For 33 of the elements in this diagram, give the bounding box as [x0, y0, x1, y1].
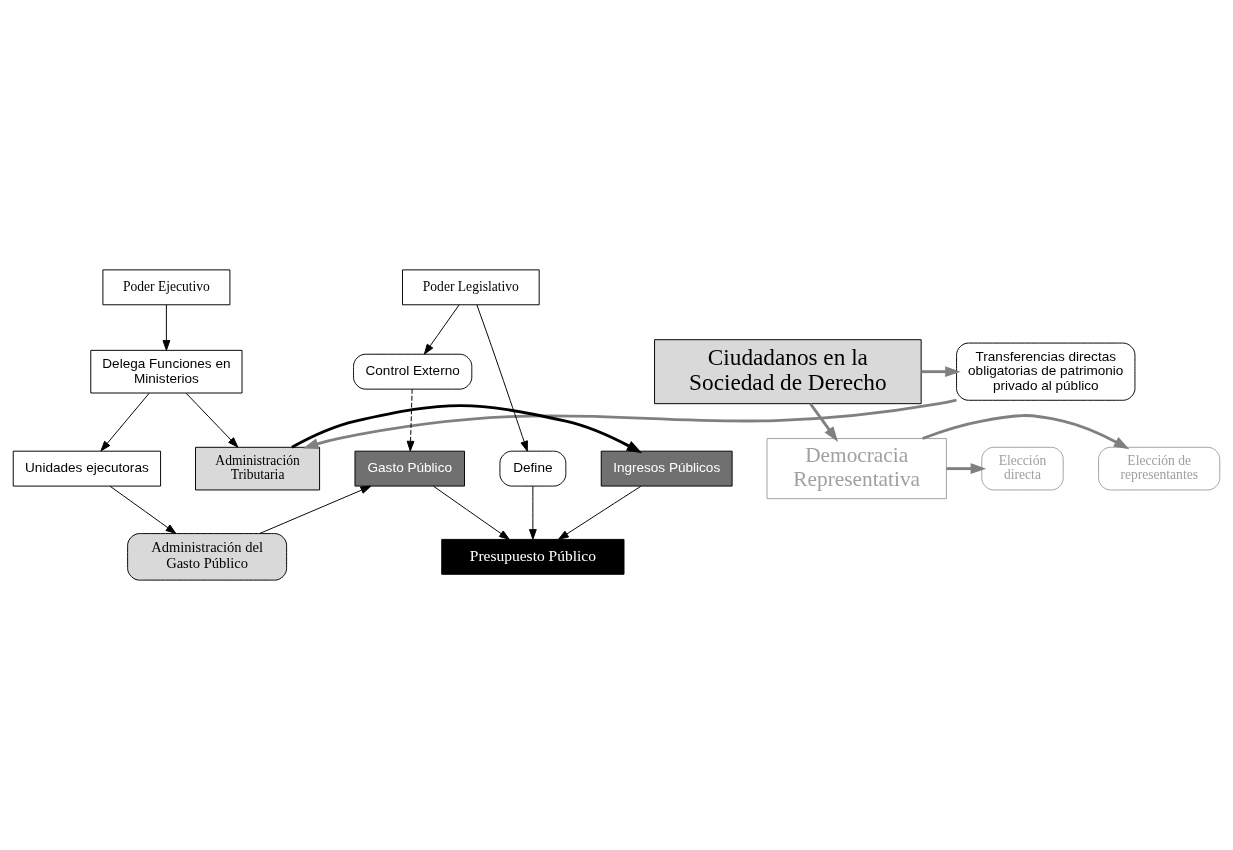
node-box: Control Externo: [353, 353, 473, 390]
arrow: [259, 485, 372, 534]
arrow: [809, 402, 839, 442]
node-box: Elección directa: [981, 446, 1064, 491]
arrow: [302, 398, 957, 449]
arrow: [423, 304, 460, 355]
arrow: [433, 485, 510, 540]
arrow: [109, 485, 177, 534]
arrow: [100, 392, 150, 452]
node-box: Elección de representantes: [1098, 446, 1221, 491]
arrow: [922, 414, 1130, 450]
arrow: [946, 463, 987, 475]
node-box: Administración del Gasto Público: [127, 533, 288, 581]
node-box: Democracia Representativa: [766, 438, 947, 500]
arrow: [406, 388, 415, 452]
node-box: Administración Tributaria: [195, 446, 321, 491]
arrow: [162, 304, 171, 351]
arrow: [558, 485, 642, 540]
node-box: Unidades ejecutoras: [12, 450, 162, 487]
arrow: [476, 304, 528, 452]
node-box: Ingresos Públicos: [600, 450, 733, 487]
node-box: Ciudadanos en la Sociedad de Derecho: [654, 339, 922, 405]
node-box: Presupuesto Público: [441, 538, 625, 575]
node-box: Gasto Público: [354, 450, 465, 487]
arrow: [185, 392, 239, 448]
arrow: [921, 366, 961, 378]
node-box: Transferencias directas obligatorias de patrimonio privado al público: [956, 342, 1136, 401]
arrow: [529, 485, 537, 540]
node-box: Define: [499, 450, 567, 487]
node-box: Poder Legislativo: [402, 269, 540, 306]
node-box: Delega Funciones en Ministerios: [90, 349, 243, 394]
arrow: [291, 404, 643, 454]
node-box: Poder Ejecutivo: [102, 269, 231, 306]
